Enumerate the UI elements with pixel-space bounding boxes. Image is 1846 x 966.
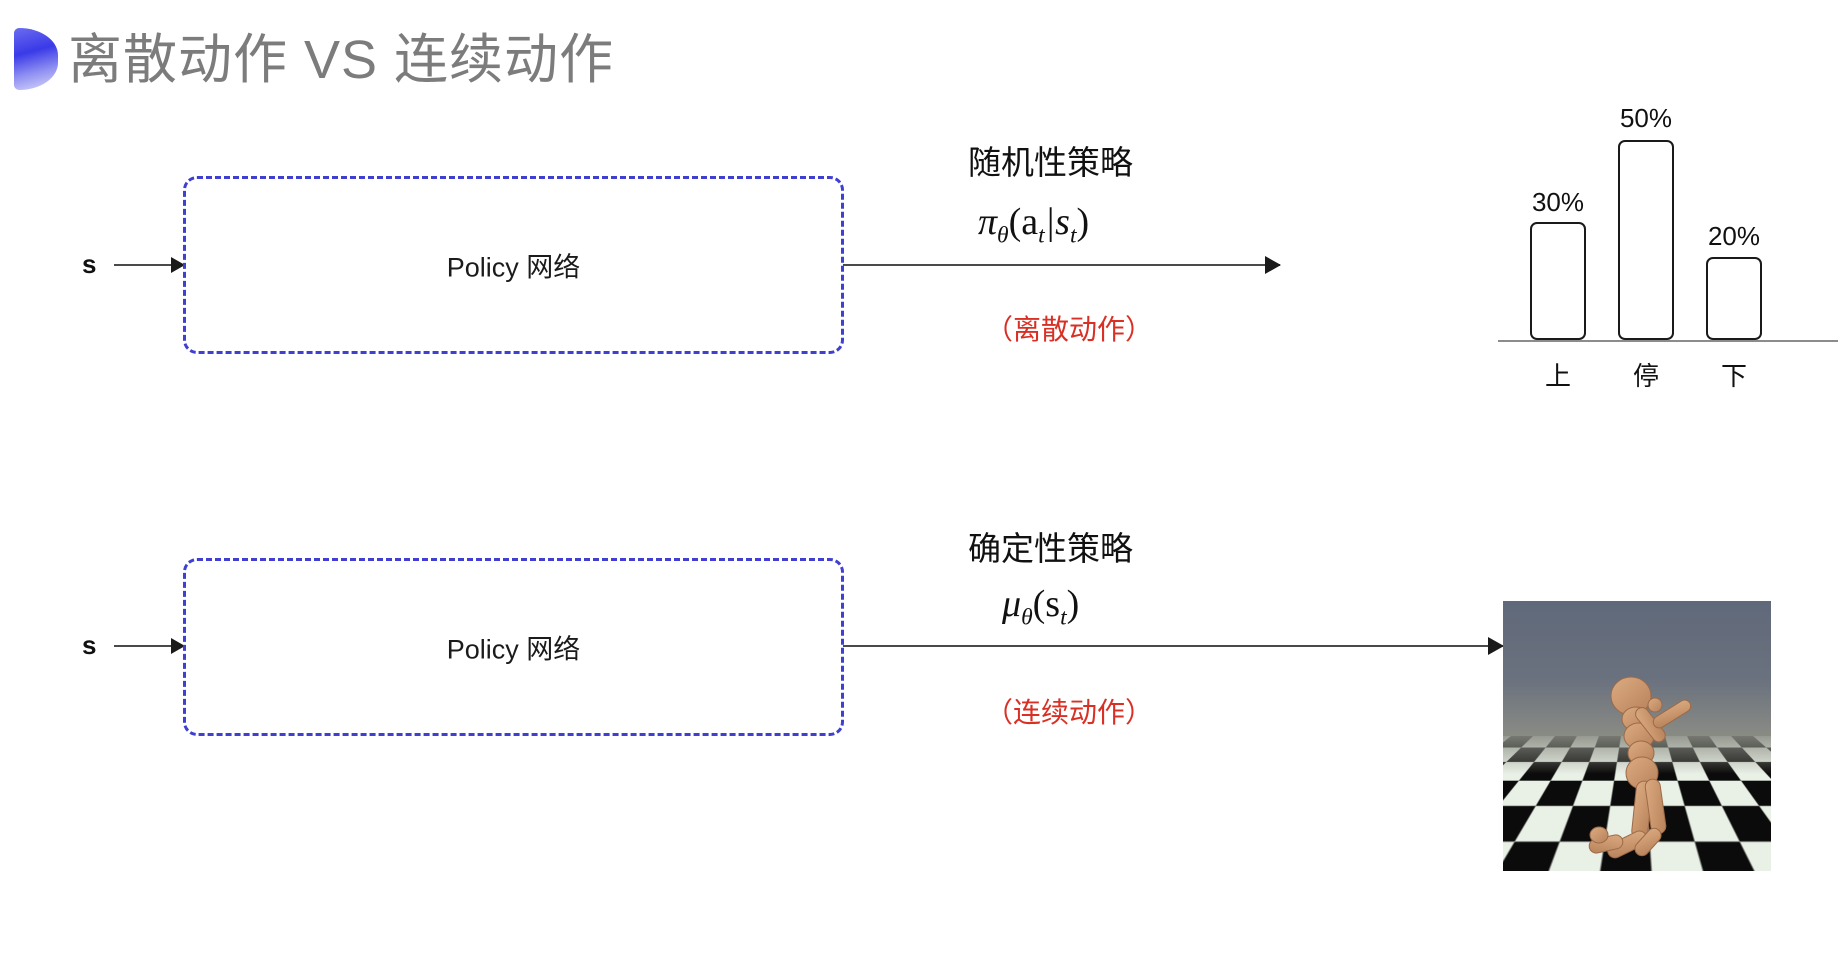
row1-output-arrow <box>843 264 1280 266</box>
row2-formula-close: ) <box>1066 583 1080 625</box>
row1-formula-pi: π <box>978 201 998 243</box>
row1-formula-t2: t <box>1069 222 1077 249</box>
row2-output-arrow <box>843 645 1503 647</box>
row2-formula-mu: μ <box>1002 583 1022 625</box>
row1-formula-t1: t <box>1038 222 1045 249</box>
bar-value-2: 20% <box>1707 221 1761 251</box>
row2-input-state-label: s <box>82 630 97 660</box>
bar-chart-plot-area: 30% 50% 20% <box>1526 103 1786 340</box>
bar-value-0: 30% <box>1531 187 1585 217</box>
row1-formula-bar-s: |s <box>1044 201 1070 243</box>
row1-policy-network-box[interactable]: Policy 网络 <box>183 176 844 354</box>
mujoco-humanoid-simulation-image <box>1503 601 1771 871</box>
bar-chart-category-row: 上 停 下 <box>1526 344 1786 391</box>
bar-rect-2 <box>1706 257 1762 340</box>
half-circle-bullet-icon <box>14 28 58 90</box>
row2-formula-theta: θ <box>1021 604 1033 631</box>
humanoid-figure-icon <box>1588 676 1692 859</box>
bar-chart-x-axis <box>1498 340 1838 342</box>
discrete-action-bar-chart: 30% 50% 20% 上 停 下 <box>1498 100 1838 391</box>
row2-action-note: （连续动作） <box>985 697 1154 728</box>
slide-bottom-edge <box>0 962 1846 966</box>
row1-input-state-label: s <box>82 249 97 279</box>
bar-category-0: 上 <box>1544 361 1572 391</box>
row2-formula-t1: t <box>1060 604 1067 631</box>
row2-formula-open-s: (s <box>1032 583 1061 625</box>
row1-policy-formula: πθ(at|st) <box>978 200 1089 250</box>
row2-input-arrow <box>114 645 184 647</box>
row1-formula-close: ) <box>1076 201 1090 243</box>
bar-value-1: 50% <box>1619 103 1673 133</box>
bar-rect-0 <box>1530 222 1586 340</box>
bar-category-2: 下 <box>1720 361 1748 391</box>
row1-policy-caption: 随机性策略 <box>968 144 1133 181</box>
page-title: 离散动作 VS 连续动作 <box>68 30 615 90</box>
row1-formula-open: (a <box>1008 201 1039 243</box>
bar-rect-1 <box>1618 140 1674 340</box>
row1-input-arrow <box>114 264 184 266</box>
bar-category-1: 停 <box>1632 361 1660 391</box>
row1-formula-theta: θ <box>997 222 1009 249</box>
row2-policy-network-box[interactable]: Policy 网络 <box>183 558 844 736</box>
row1-policy-network-label: Policy 网络 <box>446 252 581 283</box>
row2-policy-formula: μθ(st) <box>1002 582 1079 632</box>
row2-policy-network-label: Policy 网络 <box>446 634 581 665</box>
row1-action-note: （离散动作） <box>985 314 1154 345</box>
row2-policy-caption: 确定性策略 <box>968 530 1133 567</box>
